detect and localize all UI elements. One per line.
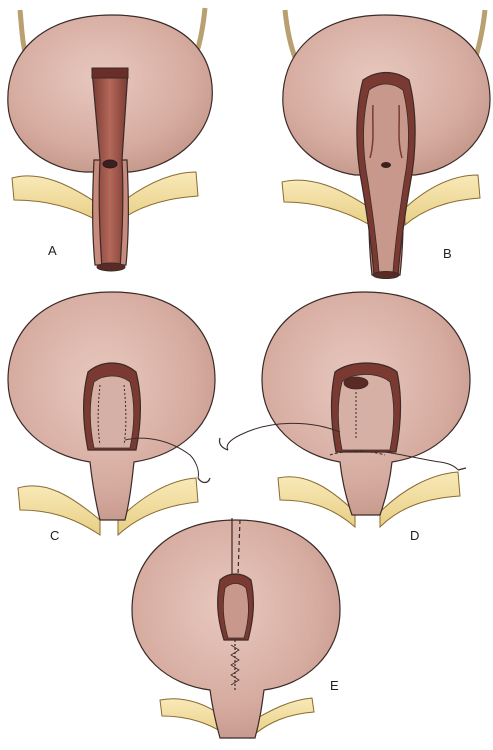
suture-zigzag (230, 644, 240, 686)
fat-pad-right (117, 171, 199, 224)
opened-flap-inner (337, 374, 395, 451)
suture-needle-left (218, 437, 229, 451)
fat-pad-right (379, 471, 461, 529)
suture-thread-left (226, 422, 341, 451)
panel-label-b: B (443, 246, 452, 261)
suture-needle (197, 477, 211, 484)
fat-pad-left (281, 179, 371, 226)
suture-thread (124, 437, 199, 479)
suture-needle-right (457, 467, 467, 471)
suture-thread-right (384, 451, 459, 471)
incision-top (91, 67, 129, 79)
suture-line-left (97, 384, 101, 446)
panel-label-a: A (48, 243, 57, 258)
panel-e: E (131, 518, 341, 740)
fat-pad-right (117, 477, 199, 537)
upper-suture-dashed (237, 519, 241, 576)
opened-flap-inner (363, 83, 409, 273)
opened-flap-inner (89, 375, 135, 449)
urethral-orifice (381, 162, 391, 168)
panel-label-e: E (330, 678, 339, 693)
suture-line-right (123, 384, 127, 446)
fat-pad-right (404, 174, 481, 227)
panel-label-c: C (50, 528, 59, 543)
panel-label-d: D (410, 528, 419, 543)
urethral-orifice (102, 159, 118, 169)
catheter-left (282, 9, 299, 61)
bladder-neck (343, 376, 369, 390)
panel-d: D (218, 291, 471, 543)
suture-line-base (329, 450, 386, 456)
urethra-end (96, 262, 126, 272)
fat-pad-left (17, 485, 101, 536)
opened-flap-inner (222, 583, 249, 639)
fat-pad-left (277, 476, 356, 529)
panel-a: A (7, 7, 213, 272)
ureteral-ridge-left (369, 104, 374, 159)
fat-pad-left (11, 175, 101, 223)
panel-c: C (7, 291, 216, 543)
ureteral-ridge-right (398, 104, 403, 159)
urethra-end (372, 271, 400, 279)
panel-b: B (281, 9, 491, 279)
